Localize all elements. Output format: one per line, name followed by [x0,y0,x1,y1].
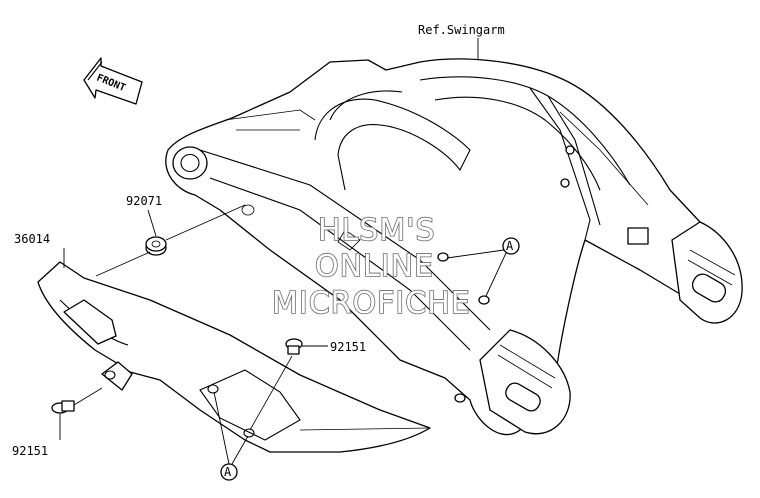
swingarm-ref-label: Ref.Swingarm [418,23,505,37]
bolt-lower-part [51,400,75,414]
bolt-upper-callout: 92151 [330,340,366,354]
reference-mark-a-upper: A [446,237,520,297]
chain-cover-part [37,261,431,453]
reference-mark-a-lower: A [213,391,249,481]
front-arrow-icon: FRONT [83,57,143,105]
watermark-line3: MICROFICHE [272,286,471,321]
watermark: HLSM'S ONLINE MICROFICHE [271,212,471,322]
bolt-upper-part [285,338,303,355]
svg-text:A: A [506,239,514,253]
watermark-line2: ONLINE [315,249,434,284]
swingarm-drawing [165,58,743,436]
chain-cover-callout: 36014 [14,232,50,246]
watermark-line1: HLSM'S [318,213,436,248]
svg-text:A: A [224,465,232,479]
bushing-part [145,236,167,256]
bushing-callout: 92071 [126,194,162,208]
bolt-lower-callout: 92151 [12,444,48,458]
